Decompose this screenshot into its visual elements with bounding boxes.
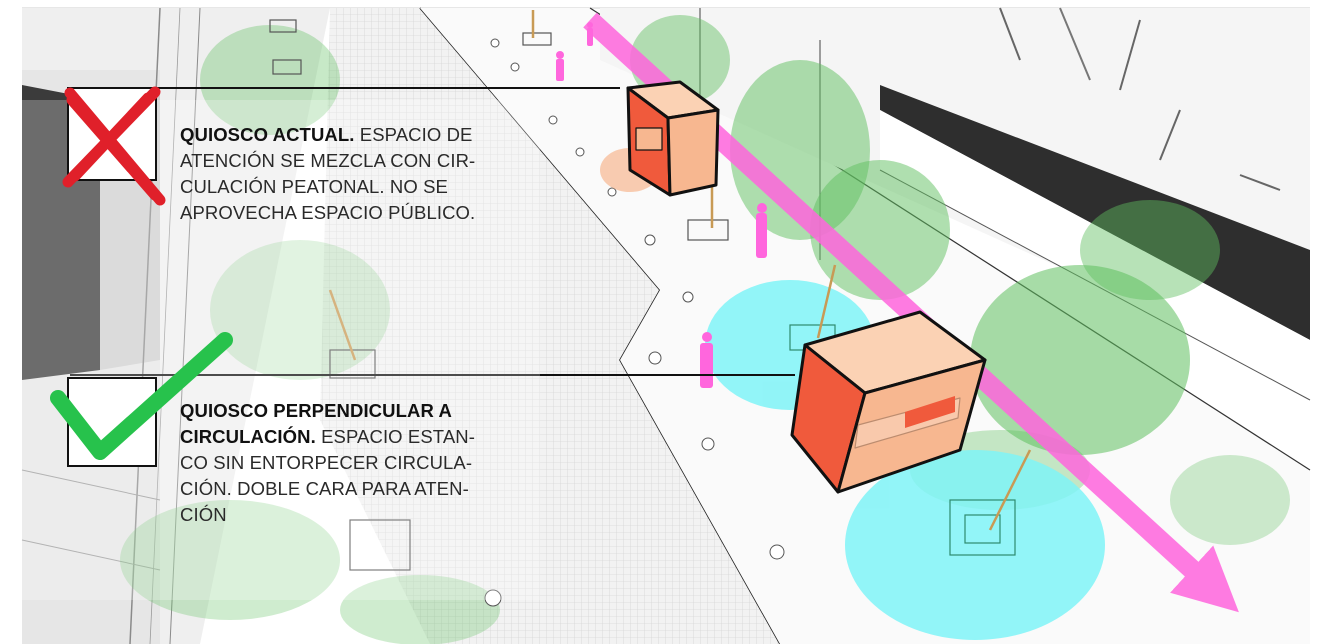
proposed-kiosk bbox=[790, 310, 987, 494]
caption-line: ATENCIÓN SE MEZCLA CON CIR- bbox=[180, 150, 476, 171]
caption-line: APROVECHA ESPACIO PÚBLICO. bbox=[180, 202, 476, 223]
proposed-kiosk-caption: QUIOSCO PERPENDICULAR A CIRCULACIÓN. ESP… bbox=[180, 398, 510, 528]
green-check-icon bbox=[50, 332, 233, 467]
current-kiosk bbox=[626, 80, 720, 197]
caption-line: CO SIN ENTORPECER CIRCULA- bbox=[180, 452, 473, 473]
pedestrians bbox=[556, 22, 767, 388]
caption-line: CULACIÓN PEATONAL. NO SE bbox=[180, 176, 448, 197]
red-x-icon bbox=[62, 86, 166, 206]
current-kiosk-caption: QUIOSCO ACTUAL. ESPACIO DE ATENCIÓN SE M… bbox=[180, 122, 510, 226]
bollards bbox=[484, 38, 785, 607]
caption-title: QUIOSCO ACTUAL. bbox=[180, 124, 355, 145]
caption-line: ESPACIO DE bbox=[359, 124, 473, 145]
caption-line: ESPACIO ESTAN- bbox=[321, 426, 475, 447]
caption-line: CIÓN. DOBLE CARA PARA ATEN- bbox=[180, 478, 469, 499]
caption-line: CIÓN bbox=[180, 504, 227, 525]
caption-title: QUIOSCO PERPENDICULAR A bbox=[180, 400, 452, 421]
caption-title: CIRCULACIÓN. bbox=[180, 426, 316, 447]
